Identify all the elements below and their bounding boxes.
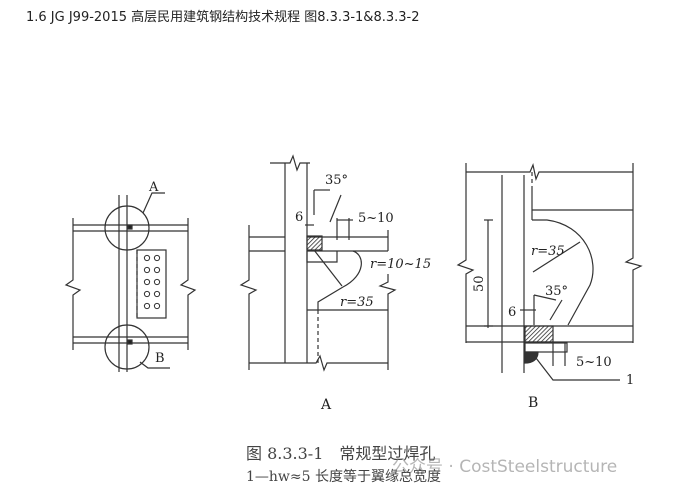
detail-a: 35° 6 5~10 r=10~15 r=35 A xyxy=(239,154,431,413)
page-title: 1.6 JG J99-2015 高层民用建筑钢结构技术规程 图8.3.3-1&8… xyxy=(26,10,420,25)
bolt-group xyxy=(143,254,161,310)
label-a: A xyxy=(148,180,159,195)
dim-50: 50 xyxy=(472,275,487,292)
radius-large: r=35 xyxy=(340,295,374,310)
detail-b-label: B xyxy=(528,395,538,411)
dim-gap: 5~10 xyxy=(358,211,394,226)
figure-caption: 图 8.3.3-1 常规型过焊孔 xyxy=(246,444,436,463)
dim-6: 6 xyxy=(508,305,516,320)
note-number: 1 xyxy=(626,373,634,388)
detail-a-marker xyxy=(104,205,150,251)
dim-6: 6 xyxy=(295,210,303,225)
label-b: B xyxy=(155,351,165,366)
dim-gap: 5~10 xyxy=(576,355,612,370)
detail-a-label: A xyxy=(320,397,332,413)
angle-label: 35° xyxy=(325,173,348,188)
radius-label: r=35 xyxy=(531,244,565,259)
figure-note: 1—hw≈5 长度等于翼缘总宽度 xyxy=(246,469,441,485)
watermark: 公众号 · CostSteelstructure xyxy=(392,457,618,477)
detail-b: r=35 50 35° 6 5~10 1 B xyxy=(456,163,643,411)
angle-label: 35° xyxy=(545,284,568,299)
radius-small: r=10~15 xyxy=(370,257,431,272)
overview-elevation: A B xyxy=(64,180,197,372)
detail-b-marker xyxy=(104,324,150,370)
